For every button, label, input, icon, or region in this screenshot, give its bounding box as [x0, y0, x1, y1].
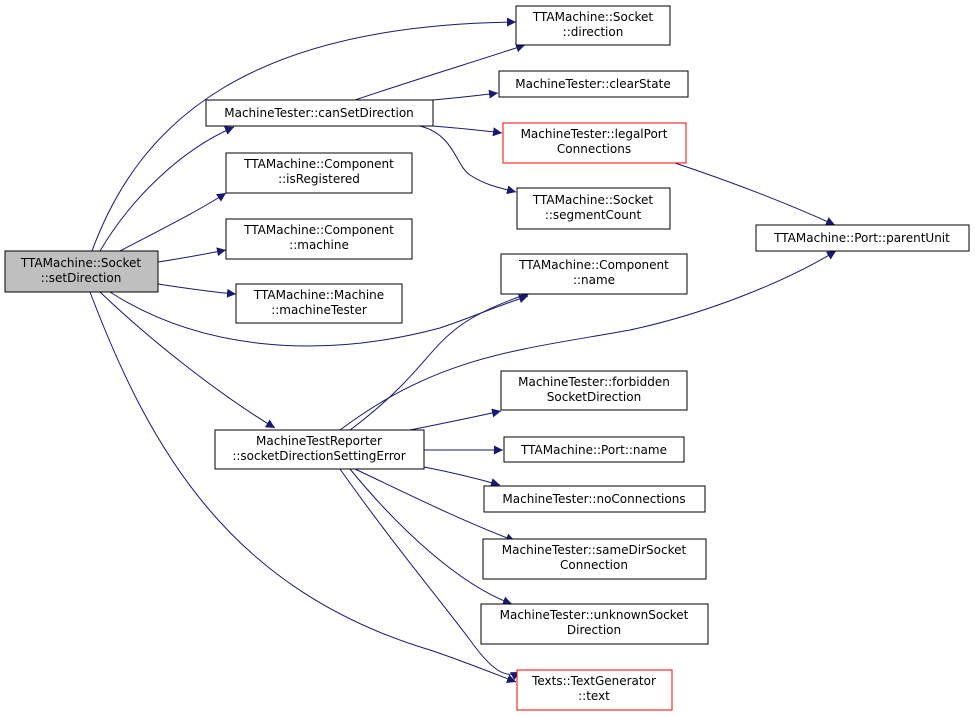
node-label-line: TTAMachine::Component [243, 223, 394, 237]
node-label-line: MachineTester::unknownSocket [500, 608, 689, 622]
node-machinetester-legalportconnections[interactable]: MachineTester::legalPort Connections [502, 122, 687, 164]
node-machinetester-clearstate[interactable]: MachineTester::clearState [498, 70, 689, 98]
edge-cansetdirection-legalport [432, 125, 503, 137]
edge-setdirection-textgen [89, 291, 517, 683]
node-label-line: ::name [573, 273, 615, 287]
node-machinetester-samedirsocketconnection[interactable]: MachineTester::sameDirSocket Connection [482, 538, 707, 580]
node-label-line: TTAMachine::Component [243, 157, 394, 171]
node-machinetester-unknownsocketdirection[interactable]: MachineTester::unknownSocket Direction [480, 603, 709, 645]
node-socket-segmentcount[interactable]: TTAMachine::Socket ::segmentCount [516, 187, 671, 230]
node-label-line: TTAMachine::Socket [20, 256, 142, 270]
edge-setdirection-reporter [99, 291, 276, 429]
node-label-line: TTAMachine::Socket [532, 193, 654, 207]
edge-reporter-textgen [339, 468, 521, 681]
node-label-line: MachineTester::sameDirSocket [502, 543, 687, 557]
node-label-line: MachineTestReporter [256, 434, 382, 448]
edge-setdirection-machinetester [157, 283, 237, 298]
node-port-parentunit[interactable]: TTAMachine::Port::parentUnit [755, 224, 970, 252]
edge-setdirection-isregistered [119, 192, 227, 252]
node-label-line: ::machine [289, 238, 349, 252]
node-label-line: MachineTester::legalPort [521, 127, 668, 141]
node-label-line: ::machineTester [271, 303, 367, 317]
node-label-line: ::segmentCount [545, 208, 642, 222]
node-label-line: MachineTester::clearState [515, 77, 670, 91]
node-label-line: TTAMachine::Component [518, 258, 669, 272]
node-label-line: MachineTester::forbidden [518, 375, 670, 389]
edge-reporter-unknownsocket [349, 468, 513, 606]
node-label-line: ::isRegistered [278, 172, 360, 186]
edge-cansetdirection-clearstate [432, 89, 499, 101]
node-machinetester-forbiddensocketdirection[interactable]: MachineTester::forbidden SocketDirection [500, 370, 688, 411]
node-port-name[interactable]: TTAMachine::Port::name [503, 436, 685, 463]
edge-setdirection-compmachine [157, 247, 227, 263]
node-component-name[interactable]: TTAMachine::Component ::name [500, 253, 688, 295]
node-label-line: Connections [557, 142, 631, 156]
node-machinetester-noconnections[interactable]: MachineTester::noConnections [483, 485, 706, 513]
node-label-line: TTAMachine::Port::name [520, 443, 667, 457]
node-label-line: Connection [560, 558, 628, 572]
edge-cansetdirection-segmentcount [419, 125, 517, 195]
edge-setdirection-compname [109, 291, 529, 347]
node-label-line: ::text [578, 689, 610, 703]
node-label-line: MachineTester::noConnections [502, 492, 685, 506]
edge-reporter-forbidden [409, 408, 502, 431]
node-label-line: SocketDirection [547, 390, 641, 404]
node-label-line: Direction [567, 623, 621, 637]
node-machinetestreporter-socketdirectionsettingerror[interactable]: MachineTestReporter ::socketDirectionSet… [214, 429, 425, 470]
edge-cansetdirection-socketdirection [354, 43, 526, 101]
node-label-line: TTAMachine::Machine [253, 288, 384, 302]
edge-reporter-parentunit [339, 250, 837, 431]
node-machinetester-cansetdirection[interactable]: MachineTester::canSetDirection [205, 99, 434, 127]
node-label-line: TTAMachine::Port::parentUnit [773, 231, 950, 245]
edge-reporter-noconnections [423, 466, 501, 487]
node-label-line: ::setDirection [41, 271, 122, 285]
node-label-line: ::socketDirectionSettingError [232, 449, 405, 463]
node-component-machine[interactable]: TTAMachine::Component ::machine [225, 218, 413, 260]
edge-setdirection-socketdirection [91, 17, 517, 252]
node-machine-machinetester[interactable]: TTAMachine::Machine ::machineTester [235, 283, 403, 324]
node-label-line: MachineTester::canSetDirection [224, 106, 414, 120]
edge-setdirection-cansetdirection [99, 126, 235, 252]
edge-reporter-samedir [354, 468, 516, 542]
node-socket-setdirection[interactable]: TTAMachine::Socket ::setDirection [4, 250, 159, 293]
node-label-line: ::direction [563, 25, 624, 39]
node-socket-direction[interactable]: TTAMachine::Socket ::direction [515, 5, 671, 46]
node-label-line: TTAMachine::Socket [532, 10, 654, 24]
edge-legalport-parentunit [671, 161, 836, 226]
node-textgenerator-text[interactable]: Texts::TextGenerator ::text [516, 669, 673, 711]
node-label-line: Texts::TextGenerator [531, 674, 656, 688]
node-component-isregistered[interactable]: TTAMachine::Component ::isRegistered [225, 152, 413, 194]
edge-reporter-compname [349, 291, 531, 431]
